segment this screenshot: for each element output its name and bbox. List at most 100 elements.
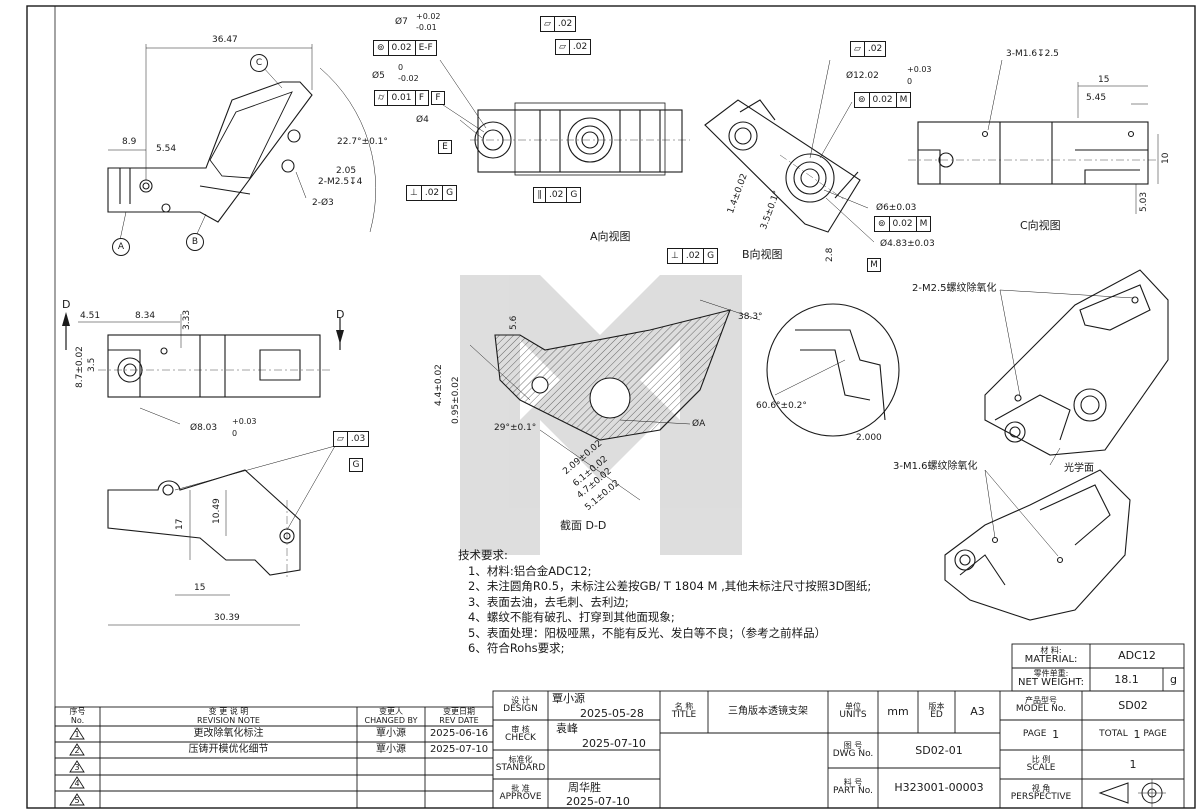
rev-row-1-date: 2025-06-16 — [429, 727, 489, 739]
dim-dia-12-02-lower: 0 — [907, 77, 913, 86]
dim-15-bottom: 15 — [194, 583, 206, 593]
dim-m2-5-thread: 2-M2.5↧4 — [318, 177, 363, 187]
dim-dia-8-03-upper: +0.03 — [232, 417, 257, 426]
dim-dia-7-lower: -0.01 — [416, 23, 437, 32]
rev-row-2-no: 2 — [74, 745, 80, 755]
rev-row-3-no: 3 — [74, 762, 80, 772]
note-optical-surface: 光学面 — [1064, 463, 1094, 474]
view-a — [436, 59, 690, 176]
rev-row-2-date: 2025-07-10 — [429, 743, 489, 755]
dim-36-47: 36.47 — [212, 35, 238, 45]
dim-30-39: 30.39 — [214, 613, 240, 623]
dim-8-34: 8.34 — [135, 311, 156, 321]
units-value: mm — [887, 705, 909, 719]
note-item-5: 5、表面处理：阳极哑黑，不能有反光、发白等不良；（参考之前样品） — [468, 625, 827, 640]
dim-dia-5-lower: -0.02 — [398, 74, 419, 83]
notes-title: 技术要求: — [458, 548, 508, 562]
model-value: SD02 — [1118, 698, 1148, 712]
total-field: TOTAL 1 PAGE — [1099, 728, 1167, 742]
view-c — [908, 59, 1159, 214]
view-top-left-profile — [107, 44, 376, 241]
note-item-2: 2、未注圆角R0.5，未标注公差按GB/ T 1804 M ,其他未标注尺寸按照… — [468, 579, 872, 593]
approve-name: 周华胜 — [568, 781, 601, 794]
dim-2-dia-3: 2-Ø3 — [312, 198, 334, 208]
material-label: 材 料: MATERIAL: — [1024, 645, 1078, 665]
section-label-d-left: D — [62, 298, 71, 311]
dim-60-6-angle: 60.6°±0.2° — [756, 401, 807, 411]
dim-dia-12-02-upper: +0.03 — [907, 65, 932, 74]
dim-5-54: 5.54 — [156, 144, 177, 154]
section-arrow-d-left — [62, 312, 70, 326]
section-label-d-right: D — [336, 308, 345, 321]
dim-8-7: 8.7±0.02 — [75, 346, 85, 388]
note-item-4: 4、螺纹不能有破孔、打穿到其他面现象; — [468, 610, 675, 624]
rev-row-2-note: 压铸开模优化细节 — [188, 743, 269, 755]
dim-dia-7-upper: +0.02 — [416, 12, 441, 21]
dim-17: 17 — [175, 518, 185, 530]
dim-dia-5: Ø5 — [372, 71, 385, 81]
design-date: 2025-05-28 — [580, 707, 644, 720]
dim-dia-7: Ø7 — [395, 17, 408, 27]
part-title: 三角版本透镜支架 — [728, 705, 808, 717]
dim-29-angle: 29°±0.1° — [494, 423, 537, 433]
rev-row-4-no: 4 — [74, 778, 80, 788]
note-item-1: 1、材料:铝合金ADC12; — [468, 563, 592, 578]
technical-requirements: 技术要求: 1、材料:铝合金ADC12; 2、未注圆角R0.5，未标注公差按GB… — [458, 548, 958, 657]
rev-row-1-note: 更改除氧化标注 — [193, 727, 264, 739]
view-bottom-left — [107, 445, 336, 626]
section-arrow-d-right — [336, 330, 344, 344]
dim-scale-2-000: 2.000 — [856, 433, 882, 443]
dim-dia-5-upper: 0 — [398, 63, 404, 72]
dim-5-45: 5.45 — [1086, 93, 1107, 103]
fcf-3: ⏥.02 — [555, 39, 592, 55]
dim-2-8: 2.8 — [825, 247, 835, 262]
rev-row-5-no: 5 — [74, 795, 80, 805]
design-name: 覃小源 — [552, 692, 585, 705]
material-value: ADC12 — [1118, 649, 1156, 663]
dim-dia-4: Ø4 — [416, 115, 429, 125]
dim-5-6: 5.6 — [509, 315, 519, 330]
weight-unit: g — [1170, 672, 1177, 686]
dim-0-95: 0.95±0.02 — [451, 376, 461, 424]
dim-38-3: 38.3° — [738, 312, 763, 322]
datum-f: F — [431, 91, 445, 105]
title-block-grid — [54, 643, 1185, 809]
dwg-value: SD02-01 — [915, 743, 963, 757]
dim-3-m1-6: 3-M1.6↧2.5 — [1006, 49, 1059, 59]
datum-g: G — [349, 458, 363, 472]
dim-8-9: 8.9 — [122, 137, 137, 147]
edition-value: A3 — [970, 705, 985, 719]
view-c-caption: C向视图 — [1020, 219, 1061, 232]
dim-dia-8-03: Ø8.03 — [190, 423, 218, 433]
section-d-d-caption: 截面 D-D — [560, 519, 607, 532]
view-b-caption: B向视图 — [742, 248, 783, 261]
fcf-7: ⏥.02 — [850, 41, 887, 57]
dim-angle-22-7: 22.7°±0.1° — [337, 137, 388, 147]
iso-view-top — [984, 269, 1169, 456]
weight-value: 18.1 — [1114, 672, 1139, 686]
view-a-caption: A向视图 — [590, 230, 631, 243]
revision-triangles — [69, 727, 85, 806]
section-d-d — [469, 299, 761, 501]
datum-e: E — [438, 140, 452, 154]
note-m2-5-deoxidize: 2-M2.5螺纹除氧化 — [912, 283, 997, 294]
rev-row-2-by: 覃小源 — [376, 743, 406, 755]
scale-value: 1 — [1129, 757, 1137, 771]
note-m1-6-deoxidize: 3-M1.6螺纹除氧化 — [893, 461, 978, 472]
